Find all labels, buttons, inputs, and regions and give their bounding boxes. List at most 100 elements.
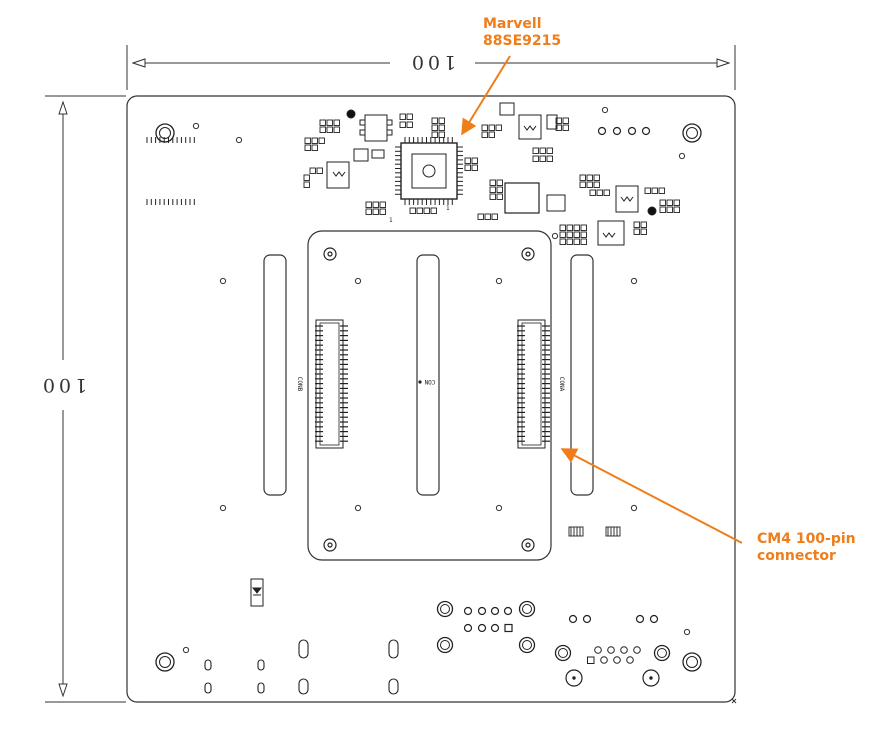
dimension-top — [126, 45, 736, 90]
passive-pad — [559, 224, 566, 231]
passive-pad — [399, 113, 406, 120]
passive-pad — [304, 144, 311, 151]
passive-pad — [589, 189, 596, 196]
passive-pad — [303, 174, 310, 181]
callout-connector-label: CM4 100-pin connector — [757, 531, 856, 565]
passive-pad — [311, 144, 318, 151]
callout-arrow-chip — [461, 55, 511, 136]
callout-arrow-connector — [560, 448, 743, 544]
passive-pad — [593, 174, 600, 181]
silk-conb: CONB — [296, 377, 303, 392]
silk-pin-marker: 1 — [389, 217, 393, 224]
silk-cona: CONA — [558, 377, 565, 392]
passive-pad — [438, 117, 445, 124]
passive-pad — [471, 164, 478, 171]
passive-components — [303, 113, 680, 245]
passive-pad — [438, 131, 445, 138]
passive-pad — [559, 238, 566, 245]
dimension-left-label: 100 — [39, 374, 87, 396]
con-dot — [418, 380, 422, 384]
passive-pad — [640, 228, 647, 235]
passive-pad — [484, 213, 491, 220]
passive-pad — [406, 121, 413, 128]
connector-cona-pins — [517, 325, 550, 442]
passive-pad — [431, 117, 438, 124]
passive-pad — [666, 199, 673, 206]
cm4-module-outline — [307, 230, 552, 561]
passive-pad — [580, 231, 587, 238]
passive-pad — [559, 231, 566, 238]
passive-pad — [659, 199, 666, 206]
passive-pad — [580, 238, 587, 245]
passive-pad — [651, 187, 658, 194]
passive-pad — [406, 113, 413, 120]
passive-pad — [539, 155, 546, 162]
small-ics — [568, 526, 621, 537]
passive-pad — [379, 208, 386, 215]
passive-pad — [586, 174, 593, 181]
passive-pad — [580, 224, 587, 231]
passive-pad — [326, 126, 333, 133]
origin-mark — [731, 698, 737, 704]
passive-pad — [464, 157, 471, 164]
passive-pad — [566, 224, 573, 231]
passive-pad — [318, 137, 325, 144]
passive-pad — [319, 126, 326, 133]
passive-pad — [304, 137, 311, 144]
passive-pad — [303, 181, 310, 188]
passive-pad — [633, 221, 640, 228]
passive-pad — [546, 147, 553, 154]
passive-pad — [333, 126, 340, 133]
passive-pad — [562, 117, 569, 124]
passive-pad — [399, 121, 406, 128]
passive-pad — [666, 206, 673, 213]
passive-pad — [633, 228, 640, 235]
callout-chip-line1: Marvell — [483, 16, 542, 32]
passive-pad — [481, 131, 488, 138]
passive-pad — [365, 208, 372, 215]
passive-pad — [579, 181, 586, 188]
passive-pad — [640, 221, 647, 228]
passive-pad — [555, 117, 562, 124]
passive-pad — [562, 124, 569, 131]
component-cluster-top — [146, 102, 657, 246]
passive-pad — [579, 174, 586, 181]
passive-pad — [593, 181, 600, 188]
passive-pad — [496, 193, 503, 200]
connector-conb-pins — [315, 325, 348, 442]
passive-pad — [532, 155, 539, 162]
passive-pad — [658, 187, 665, 194]
callout-chip-label: Marvell 88SE9215 — [483, 16, 561, 50]
passive-pad — [365, 201, 372, 208]
bottom-connector-right — [554, 614, 671, 687]
slots — [263, 254, 594, 496]
passive-pad — [489, 186, 496, 193]
passive-pad — [416, 207, 423, 214]
passive-pad — [673, 199, 680, 206]
passive-pad — [586, 181, 593, 188]
vias — [182, 106, 691, 654]
passive-pad — [488, 131, 495, 138]
passive-pad — [477, 213, 484, 220]
passive-pad — [603, 189, 610, 196]
passive-pad — [431, 124, 438, 131]
callout-chip-line2: 88SE9215 — [483, 33, 562, 49]
passive-pad — [438, 124, 445, 131]
passive-pad — [566, 238, 573, 245]
passive-pad — [319, 119, 326, 126]
dimension-left — [45, 95, 126, 703]
passive-pad — [464, 164, 471, 171]
passive-pad — [372, 201, 379, 208]
passive-pad — [566, 231, 573, 238]
passive-pad — [431, 131, 438, 138]
passive-pad — [573, 231, 580, 238]
passive-pad — [489, 193, 496, 200]
passive-pad — [372, 208, 379, 215]
passive-pad — [489, 179, 496, 186]
dimension-top-label: 100 — [408, 51, 456, 73]
passive-pad — [311, 137, 318, 144]
oval-slots — [204, 639, 399, 695]
callout-connector-line2: connector — [757, 548, 836, 564]
passive-pad — [333, 119, 340, 126]
